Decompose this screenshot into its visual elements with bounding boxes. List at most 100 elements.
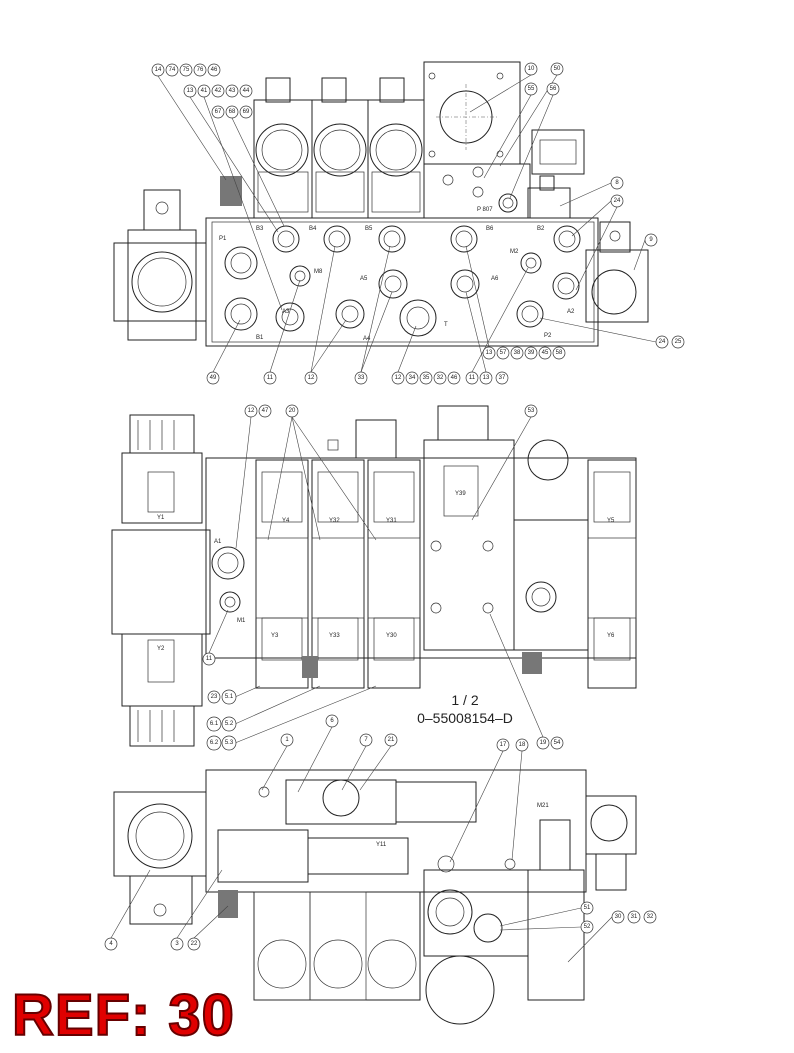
port-label-p-B5: B5 bbox=[365, 226, 373, 232]
callout-number: 5.2 bbox=[225, 721, 234, 727]
callout-number: 12 bbox=[248, 408, 255, 414]
valve-slices bbox=[255, 459, 637, 689]
callout-c-33: 33 bbox=[354, 371, 368, 385]
callout-number: 46 bbox=[451, 375, 458, 381]
port-label-p-B2: B2 bbox=[537, 226, 545, 232]
port-label-bp-Y11: Y11 bbox=[376, 842, 387, 848]
callout-number: 8 bbox=[615, 180, 619, 186]
callout-number: 37 bbox=[499, 375, 506, 381]
coil-label-y-6: Y6 bbox=[607, 633, 615, 639]
callout-number: 32 bbox=[437, 375, 444, 381]
callout-c-49: 49 bbox=[206, 371, 220, 385]
callout-number: 58 bbox=[556, 350, 563, 356]
callout-m-23: 23 bbox=[207, 690, 221, 704]
port-label-mp-M1: M1 bbox=[237, 618, 246, 624]
callout-b-52: 52 bbox=[580, 920, 594, 934]
port-label-p-P1: P1 bbox=[219, 236, 227, 242]
callout-number: 20 bbox=[289, 408, 296, 414]
callout-number: 35 bbox=[423, 375, 430, 381]
port-label-p-B1: B1 bbox=[256, 335, 264, 341]
callout-number: 39 bbox=[528, 350, 535, 356]
port-label-p-A4: A4 bbox=[363, 336, 371, 342]
callout-number: 6 bbox=[330, 718, 334, 724]
callout-number: 21 bbox=[388, 737, 395, 743]
callout-number: 67 bbox=[215, 109, 222, 115]
callout-c-13c: 13 bbox=[482, 346, 496, 360]
callout-number: 10 bbox=[528, 66, 535, 72]
callout-m-12: 12 bbox=[244, 404, 258, 418]
callout-number: 6.2 bbox=[210, 740, 219, 746]
callout-number: 33 bbox=[358, 375, 365, 381]
callout-c-43: 43 bbox=[225, 84, 239, 98]
callout-number: 22 bbox=[191, 941, 198, 947]
callout-number: 24 bbox=[659, 339, 666, 345]
top-leaders bbox=[157, 74, 657, 373]
callout-number: 9 bbox=[649, 237, 653, 243]
callout-number: 51 bbox=[584, 905, 591, 911]
callout-number: 11 bbox=[206, 656, 213, 662]
callout-number: 34 bbox=[409, 375, 416, 381]
coil-label-y-5: Y5 bbox=[607, 518, 615, 524]
callout-b-7: 7 bbox=[359, 733, 373, 747]
callout-c-45: 45 bbox=[538, 346, 552, 360]
callout-c-32: 32 bbox=[433, 371, 447, 385]
callout-number: 24 bbox=[614, 198, 621, 204]
callout-c-13b: 13 bbox=[479, 371, 493, 385]
port-label-p-A2: A2 bbox=[567, 309, 575, 315]
callout-c-44: 44 bbox=[239, 84, 253, 98]
callout-b-30: 30 bbox=[611, 910, 625, 924]
callout-c-46t: 46 bbox=[207, 63, 221, 77]
callout-number: 56 bbox=[550, 86, 557, 92]
callout-c-14: 14 bbox=[151, 63, 165, 77]
callout-number: 53 bbox=[528, 408, 535, 414]
callout-c-8: 8 bbox=[610, 176, 624, 190]
callout-m-19: 19 bbox=[536, 736, 550, 750]
callout-number: 31 bbox=[631, 914, 638, 920]
callout-number: 54 bbox=[554, 740, 561, 746]
callout-number: 14 bbox=[155, 67, 162, 73]
callout-b-4: 4 bbox=[104, 937, 118, 951]
port-label-p-A5: A5 bbox=[360, 276, 368, 282]
callout-number: 47 bbox=[262, 408, 269, 414]
coil-label-y-1: Y1 bbox=[157, 515, 165, 521]
sheet-page-number: 1 / 2 bbox=[451, 692, 479, 708]
port-label-p-M8: M8 bbox=[314, 269, 323, 275]
port-label-p-A6: A6 bbox=[491, 276, 499, 282]
coil-label-y-3: Y3 bbox=[271, 633, 279, 639]
callout-number: 11 bbox=[267, 375, 274, 381]
callout-number: 4 bbox=[109, 941, 113, 947]
callout-b-1: 1 bbox=[280, 733, 294, 747]
callout-c-67: 67 bbox=[211, 105, 225, 119]
port-label-p-T: T bbox=[444, 322, 448, 328]
callout-m-47: 47 bbox=[258, 404, 272, 418]
callout-number: 13 bbox=[486, 350, 493, 356]
port-label-p-B4: B4 bbox=[309, 226, 317, 232]
callout-number: 30 bbox=[615, 914, 622, 920]
callout-c-9: 9 bbox=[644, 233, 658, 247]
callout-number: 13 bbox=[483, 375, 490, 381]
callout-b-31: 31 bbox=[627, 910, 641, 924]
callout-c-46b: 46 bbox=[447, 371, 461, 385]
callout-number: 75 bbox=[183, 67, 190, 73]
callout-b-32: 32 bbox=[643, 910, 657, 924]
callout-c-11b: 11 bbox=[465, 371, 479, 385]
callout-c-24b: 24 bbox=[655, 335, 669, 349]
callout-number: 6.1 bbox=[210, 721, 219, 727]
sheet-label: 1 / 2 0–55008154–D bbox=[400, 691, 530, 727]
callout-c-12b: 12 bbox=[391, 371, 405, 385]
callout-c-55: 55 bbox=[524, 82, 538, 96]
coil-label-y-2: Y2 bbox=[157, 646, 165, 652]
port-label-p-P2: P2 bbox=[544, 333, 552, 339]
callout-number: 18 bbox=[519, 742, 526, 748]
middle-leaders bbox=[208, 416, 544, 744]
callout-b-21: 21 bbox=[384, 733, 398, 747]
callout-m-20: 20 bbox=[285, 404, 299, 418]
ref-label: REF: 30 bbox=[11, 983, 235, 1049]
callout-c-35: 35 bbox=[419, 371, 433, 385]
callout-number: 5.3 bbox=[225, 740, 234, 746]
callout-m-5.1: 5.1 bbox=[221, 689, 237, 705]
callout-c-57: 57 bbox=[496, 346, 510, 360]
callout-c-75: 75 bbox=[179, 63, 193, 77]
